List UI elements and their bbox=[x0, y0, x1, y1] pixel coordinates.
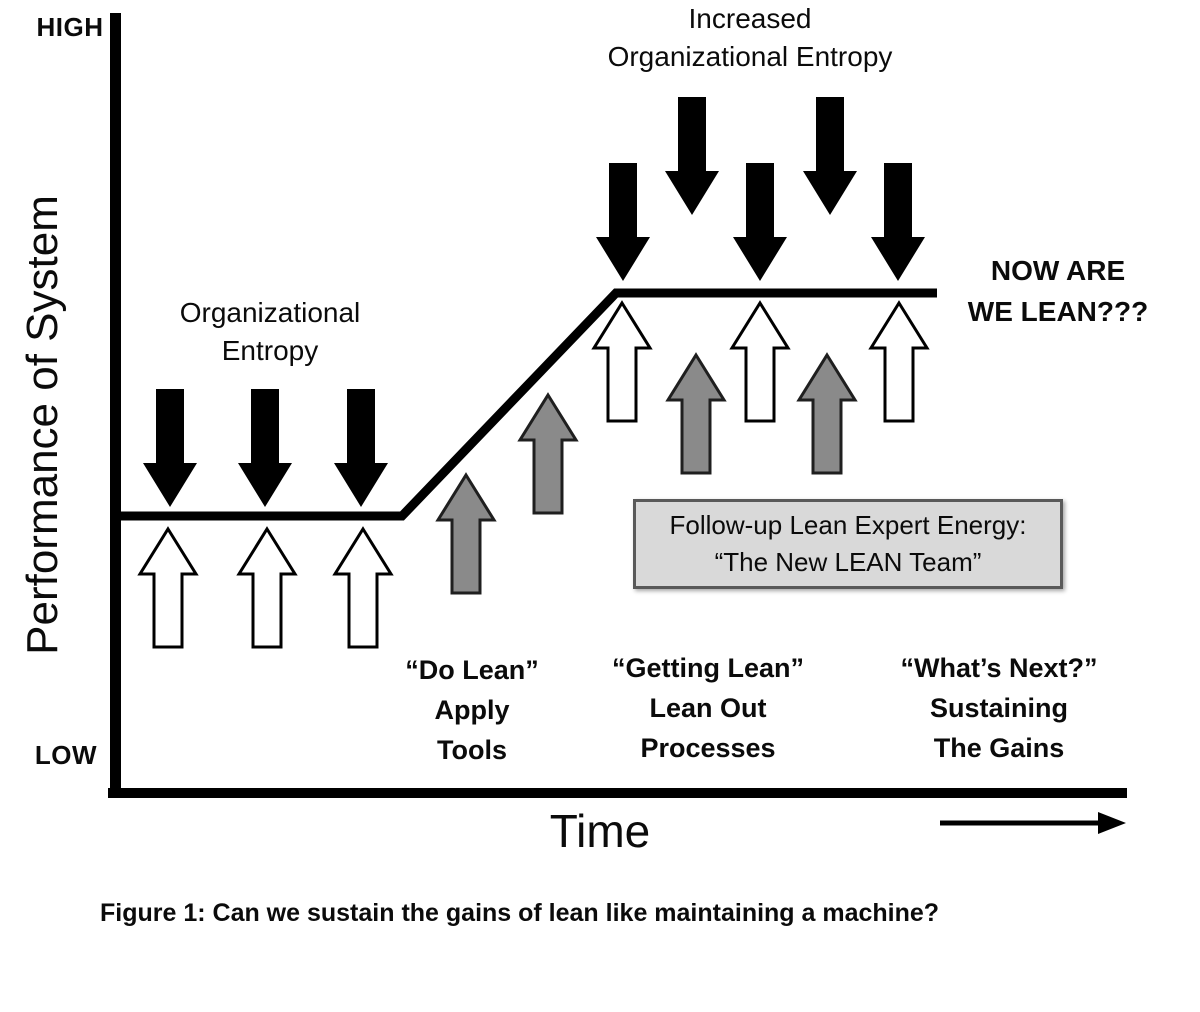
entropy-down-arrow bbox=[334, 389, 388, 507]
increased-entropy-down-arrow bbox=[665, 97, 719, 215]
y-axis-low-label: LOW bbox=[34, 740, 98, 770]
phase-do-lean-label: “Do Lean” Apply Tools bbox=[405, 655, 539, 765]
sustaining-energy-up-arrow bbox=[869, 301, 929, 423]
entropy-down-arrow bbox=[238, 389, 292, 507]
increased-entropy-down-arrow bbox=[733, 163, 787, 281]
lean-expert-energy-up-arrow bbox=[797, 353, 857, 475]
follow-up-lean-expert-text: Follow-up Lean Expert Energy: “The New L… bbox=[669, 510, 1027, 577]
sustaining-energy-up-arrow bbox=[592, 301, 652, 423]
follow-up-lean-expert-box: Follow-up Lean Expert Energy: “The New L… bbox=[633, 499, 1063, 589]
increased-entropy-label: Increased Organizational Entropy bbox=[607, 3, 893, 72]
lean-expert-energy-up-arrow bbox=[518, 393, 578, 515]
counter-energy-up-arrow bbox=[333, 527, 393, 649]
y-axis-high-label: HIGH bbox=[36, 12, 104, 42]
x-axis-title: Time bbox=[549, 805, 651, 857]
x-axis-line bbox=[108, 788, 1127, 798]
sustaining-energy-up-arrow bbox=[730, 301, 790, 423]
entropy-down-arrow bbox=[143, 389, 197, 507]
organizational-entropy-label: Organizational Entropy bbox=[179, 297, 361, 366]
lean-expert-energy-up-arrow bbox=[436, 473, 496, 595]
figure-caption: Figure 1: Can we sustain the gains of le… bbox=[100, 899, 940, 927]
phase-whats-next-label: “What’s Next?” Sustaining The Gains bbox=[900, 653, 1098, 763]
y-axis-title: Performance of System bbox=[18, 195, 67, 655]
phase-getting-lean-label: “Getting Lean” Lean Out Processes bbox=[611, 653, 804, 763]
increased-entropy-down-arrow bbox=[871, 163, 925, 281]
lean-expert-energy-up-arrow bbox=[666, 353, 726, 475]
increased-entropy-down-arrow bbox=[596, 163, 650, 281]
time-arrowhead-icon bbox=[1098, 812, 1126, 834]
y-axis-line bbox=[110, 13, 121, 796]
counter-energy-up-arrow bbox=[138, 527, 198, 649]
now-are-we-lean-label: NOW ARE WE LEAN??? bbox=[967, 255, 1149, 327]
counter-energy-up-arrow bbox=[237, 527, 297, 649]
increased-entropy-down-arrow bbox=[803, 97, 857, 215]
